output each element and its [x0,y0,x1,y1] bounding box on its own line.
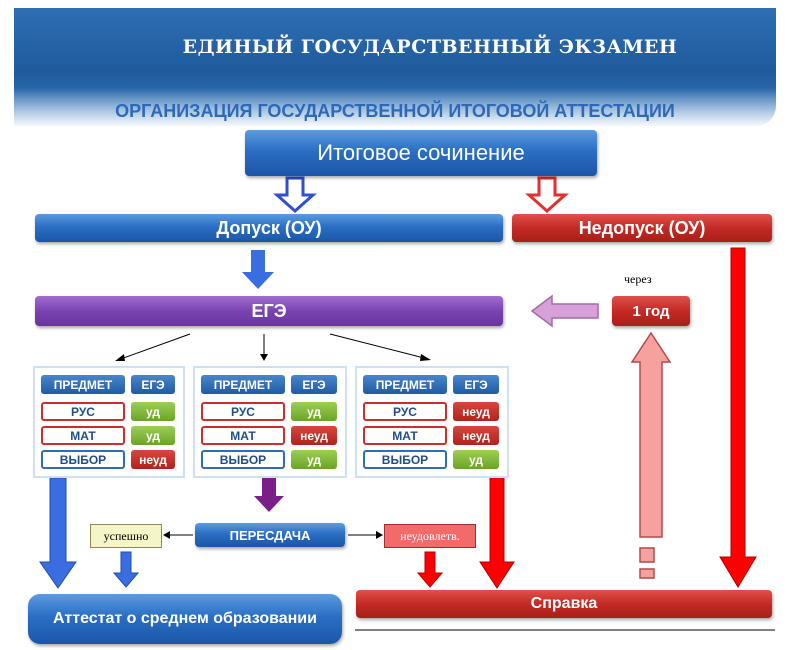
subject-elective: ВЫБОР [363,450,447,469]
scenario-panel-2: ПРЕДМЕТ ЕГЭ РУС уд МАТ неуд ВЫБОР уд [193,366,347,478]
unsatisfactory-label: неудовлетв. [400,528,460,543]
result-badge: неуд [453,402,499,421]
retake-label: ПЕРЕСДАЧА [229,527,311,543]
result-badge: неуд [291,426,337,445]
scenario-panel-3: ПРЕДМЕТ ЕГЭ РУС неуд МАТ неуд ВЫБОР уд [355,366,509,478]
success-box: успешно [90,524,162,548]
result-badge: уд [291,402,337,421]
certificate-box: Аттестат о среднем образовании [28,594,342,644]
result-badge: уд [453,450,499,469]
admission-box: Допуск (ОУ) [35,214,503,242]
subject-rus: РУС [41,402,125,421]
header-fade [14,88,776,128]
non-admission-label: Недопуск (ОУ) [578,217,706,238]
subject-rus: РУС [363,402,447,421]
arrow-essay-to-admission [273,176,317,214]
via-label: через [624,272,652,286]
one-year-label: 1 год [632,302,670,320]
result-badge: уд [291,450,337,469]
scenario-header-subject: ПРЕДМЕТ [363,375,447,394]
arrow-scenario2-to-retake [254,478,284,512]
scenario-header-subject: ПРЕДМЕТ [41,375,125,394]
unsatisfactory-box: неудовлетв. [384,524,476,548]
subject-mat: МАТ [201,426,285,445]
arrow-year-to-ege [530,294,599,328]
subject-mat: МАТ [363,426,447,445]
diagram-title: ОРГАНИЗАЦИЯ ГОСУДАРСТВЕННОЙ ИТОГОВОЙ АТТ… [115,101,675,121]
arrow-ege-to-scenario-3 [329,333,429,360]
one-year-box: 1 год [612,296,690,326]
subject-elective: ВЫБОР [201,450,285,469]
scenario-header-exam: ЕГЭ [453,375,499,394]
arrow-ege-to-scenario-1 [117,333,191,361]
arrow-spravka-to-year [630,331,672,538]
retake-box: ПЕРЕСДАЧА [195,523,345,547]
arrow-scenario3-to-spravka [479,477,515,589]
result-badge: неуд [453,426,499,445]
arrow-unsatisfactory-to-spravka [416,551,444,588]
subject-elective: ВЫБОР [41,450,125,469]
arrow-success-to-certificate [112,551,140,588]
scenario-panel-1: ПРЕДМЕТ ЕГЭ РУС уд МАТ уд ВЫБОР неуд [33,366,185,478]
dash-segment [639,568,655,579]
spravka-label: Справка [530,595,598,612]
dash-segment [639,547,655,563]
result-badge: неуд [131,450,175,469]
scenario-header-subject: ПРЕДМЕТ [201,375,285,394]
result-badge: уд [131,426,175,445]
spravka-box: Справка [356,590,772,618]
essay-label: Итоговое сочинение [317,140,525,165]
arrow-essay-to-non-admission [525,176,569,214]
non-admission-box: Недопуск (ОУ) [512,214,772,242]
certificate-label: Аттестат о среднем образовании [53,610,317,627]
admission-label: Допуск (ОУ) [216,217,322,238]
subject-mat: МАТ [41,426,125,445]
ege-box: ЕГЭ [35,296,503,326]
arrow-admission-to-ege [242,250,274,289]
arrow-scenario1-to-certificate [39,477,77,589]
essay-box: Итоговое сочинение [245,130,597,176]
header-title: ЕДИНЫЙ ГОСУДАРСТВЕННЫЙ ЭКЗАМЕН [182,36,678,58]
success-label: успешно [103,528,149,543]
scenario-header-exam: ЕГЭ [291,375,337,394]
arrow-non-admission-to-spravka [719,247,757,588]
ege-label: ЕГЭ [251,300,287,321]
subject-rus: РУС [201,402,285,421]
scenario-header-exam: ЕГЭ [131,375,175,394]
result-badge: уд [131,402,175,421]
